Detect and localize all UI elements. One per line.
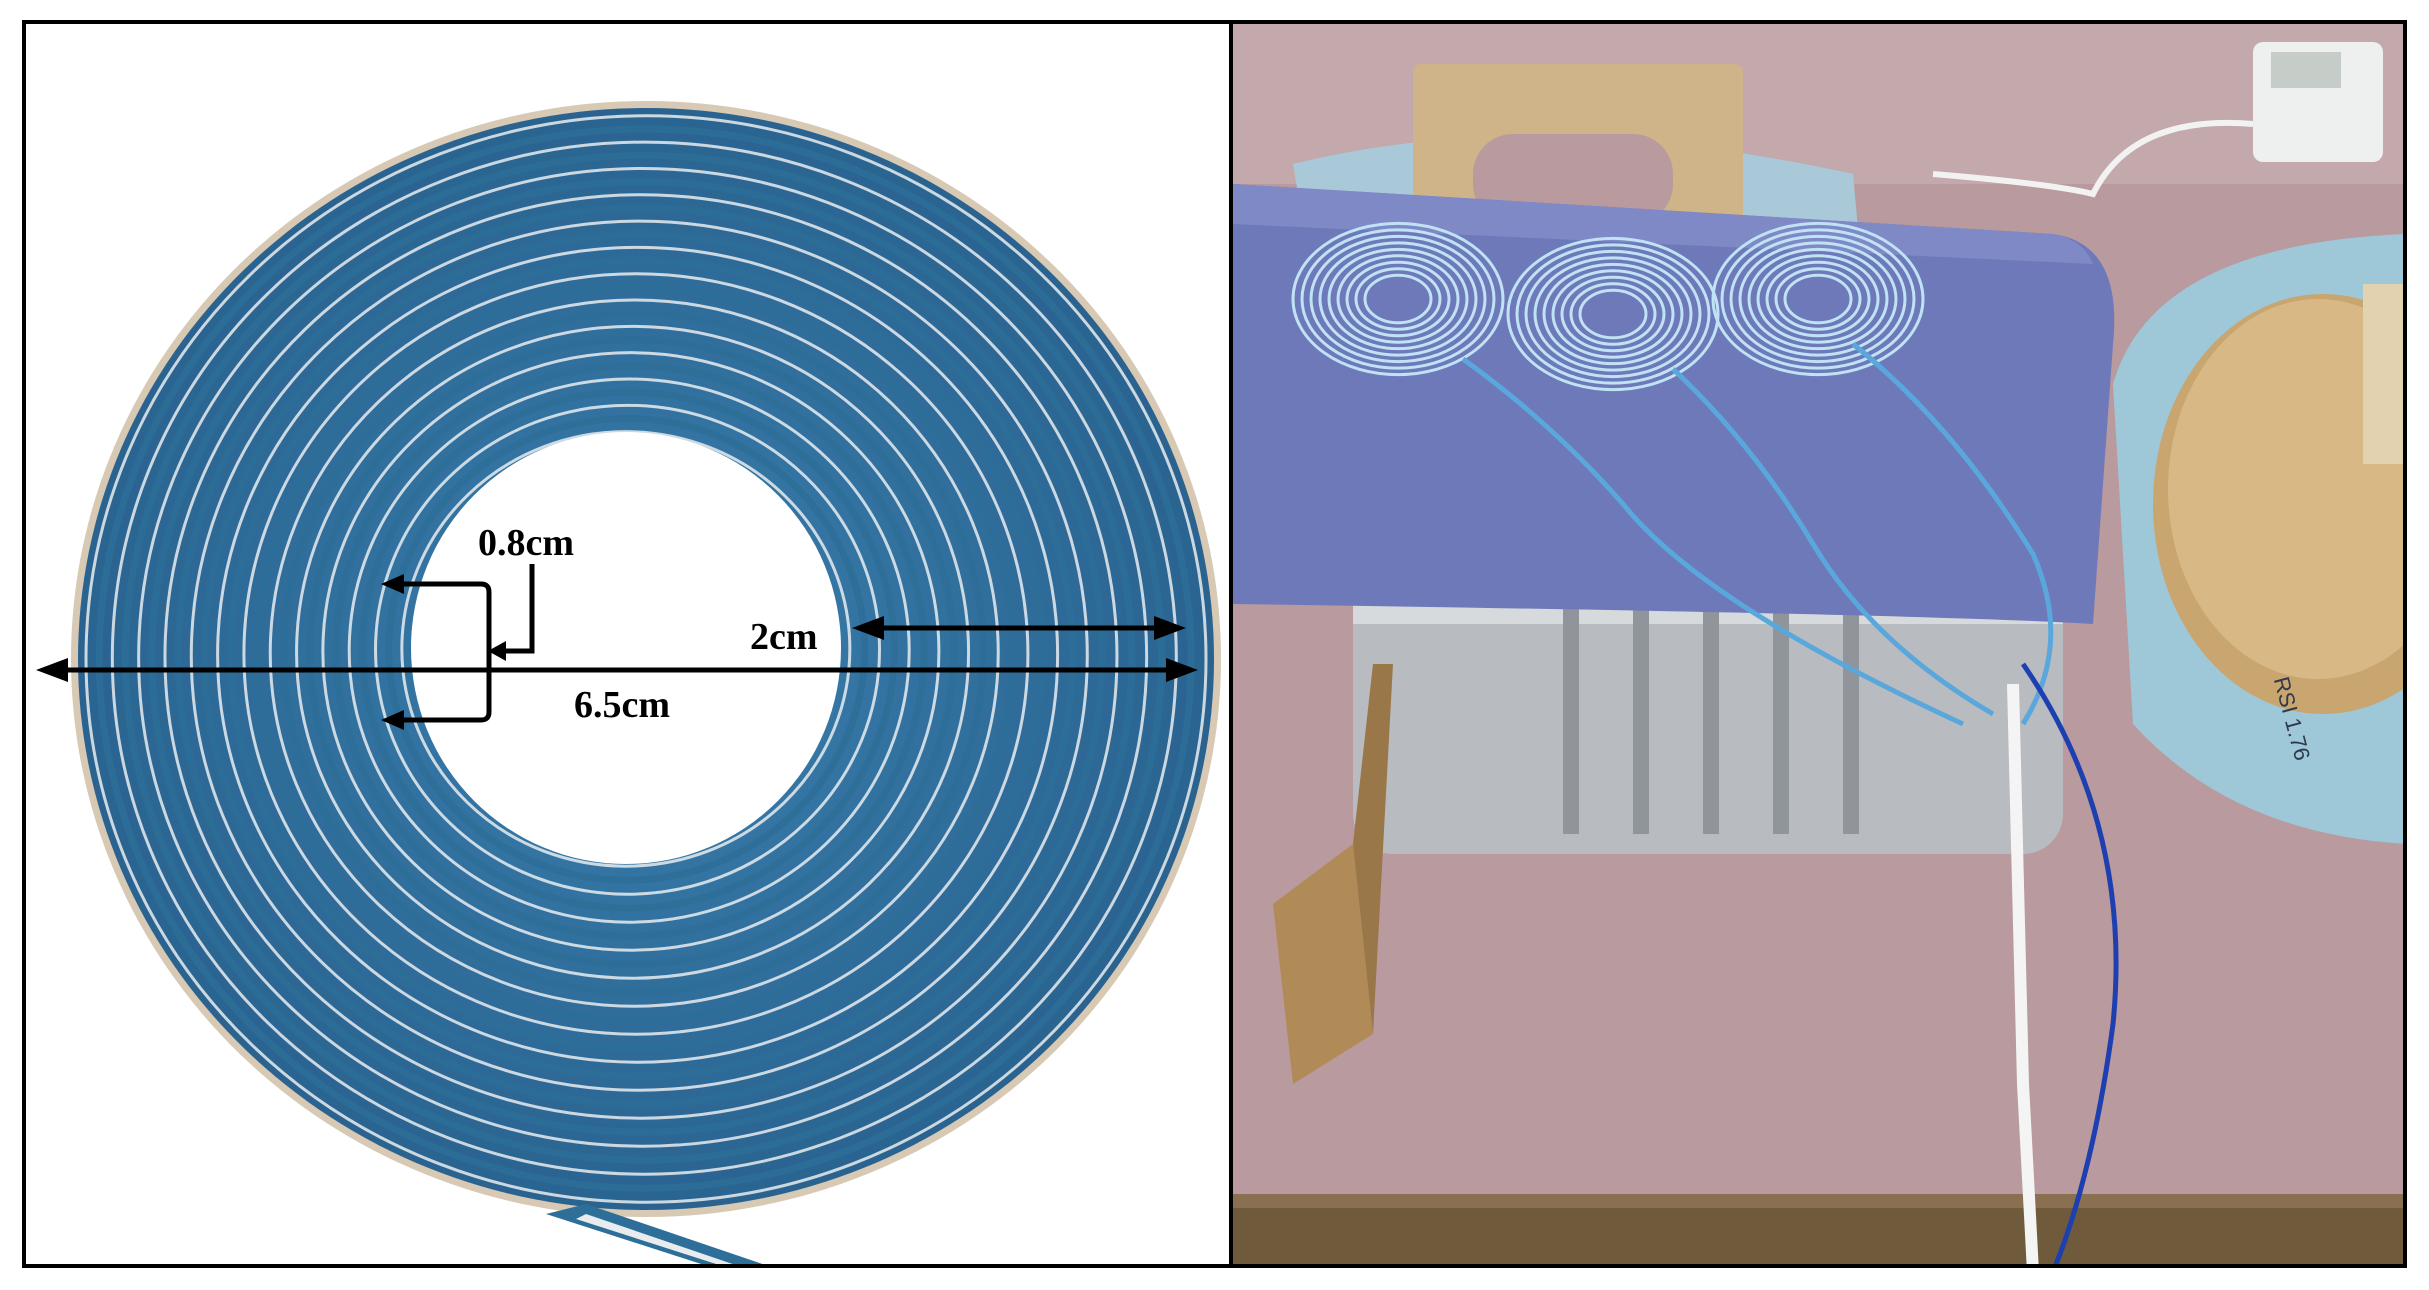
coil-winding — [347, 377, 911, 924]
coil-winding — [174, 204, 1106, 1108]
small-coil-winding — [1309, 234, 1487, 364]
inner-gap-pointer — [494, 564, 535, 654]
small-coil-winding — [1765, 260, 1871, 338]
coil-winding — [268, 298, 1000, 1008]
small-coil-winding — [1345, 260, 1451, 338]
coil-winding — [332, 362, 928, 940]
panel-divider — [1229, 24, 1233, 1264]
small-coil-winding — [1729, 234, 1907, 364]
coil-winding — [321, 351, 941, 952]
wooden-support-plank — [1273, 844, 1373, 1084]
coil-winding — [110, 140, 1178, 1176]
coil-winding — [227, 257, 1047, 1052]
coil-winding — [385, 414, 869, 884]
dimension-arrows — [56, 564, 1176, 723]
coil-winding — [242, 272, 1030, 1036]
coil-winding — [163, 193, 1119, 1120]
coil-winding — [121, 151, 1165, 1164]
coil-winding — [137, 166, 1149, 1148]
small-coil-winding — [1363, 273, 1433, 325]
blue-thermocouple-wire — [2020, 662, 2119, 1264]
coil-winding — [295, 324, 971, 980]
small-coil-winding — [1506, 236, 1720, 392]
coil-winding — [84, 114, 1208, 1204]
ring-width-label: 2cm — [750, 616, 818, 658]
figure-frame: 0.8cm 2cm 6.5cm — [22, 20, 2407, 1268]
setup-image — [1233, 24, 2403, 1264]
arrow-heads — [36, 574, 1198, 730]
small-coil-winding — [1354, 267, 1442, 331]
coil-wires — [1461, 342, 2054, 727]
small-coil-winding — [1318, 241, 1478, 357]
coil-winding — [358, 388, 898, 912]
small-coil-winding — [1560, 275, 1666, 353]
coil-winding — [279, 309, 987, 996]
small-coil-winding — [1783, 273, 1853, 325]
coil-winding — [200, 230, 1076, 1080]
outer-diameter-label: 6.5cm — [574, 684, 671, 726]
small-coil-winding — [1738, 241, 1898, 357]
sensor-coils — [1291, 221, 1925, 392]
coil-photo-panel: 0.8cm 2cm 6.5cm — [26, 24, 1229, 1264]
inner-gap-label: 0.8cm — [478, 522, 575, 564]
small-coil-winding — [1551, 269, 1675, 359]
small-coil-winding — [1711, 221, 1925, 377]
logger-cable — [1932, 119, 2254, 198]
setup-photo-panel: RSI 1.76 — [1233, 24, 2403, 1264]
small-coil-winding — [1542, 262, 1684, 366]
small-coil-winding — [1747, 247, 1889, 351]
small-coil-winding — [1524, 249, 1702, 379]
wooden-post — [2363, 284, 2403, 464]
coil-winding — [189, 219, 1089, 1092]
spiral-coil-image — [36, 101, 1221, 1264]
small-coil-winding — [1533, 256, 1693, 372]
small-coil-winding — [1578, 288, 1648, 340]
coil-winding — [400, 430, 852, 868]
coil-winding — [216, 245, 1060, 1064]
small-coil-winding — [1336, 254, 1460, 344]
coil-center-hole — [411, 432, 841, 864]
coil-winding — [374, 403, 882, 896]
small-coil-winding — [1756, 254, 1880, 344]
small-coil-winding — [1569, 282, 1657, 346]
blue-foam-sheet — [1233, 184, 2115, 624]
inner-gap-bracket — [394, 581, 492, 723]
coil-winding — [148, 178, 1136, 1136]
can-ribs — [1563, 604, 1859, 834]
coil-winding — [253, 283, 1017, 1024]
small-coil-winding — [1327, 247, 1469, 351]
small-coil-winding — [1720, 228, 1916, 370]
small-coil-winding — [1300, 228, 1496, 370]
coil-windings — [84, 114, 1208, 1204]
white-cable — [2007, 683, 2039, 1264]
coil-winding — [306, 336, 958, 968]
small-coil-winding — [1774, 267, 1862, 331]
coil-winding — [95, 125, 1195, 1192]
small-coil-winding — [1515, 243, 1711, 385]
small-coil-winding — [1291, 221, 1505, 377]
